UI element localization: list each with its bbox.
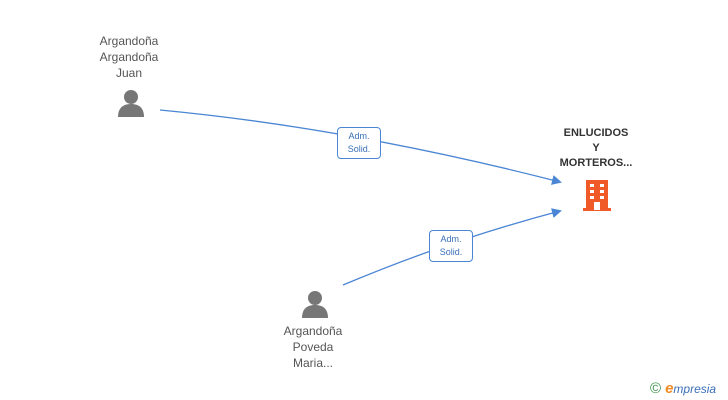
edge-label-person-1[interactable]: Adm. Solid.	[337, 127, 381, 159]
person-2-name-line-1: Argandoña	[283, 324, 343, 338]
empresia-logo-text: mpresia	[673, 382, 717, 396]
edge-label-line-1: Adm.	[348, 131, 370, 141]
company-name[interactable]: ENLUCIDOS Y MORTEROS...	[536, 126, 656, 171]
person-1-name[interactable]: Argandoña Argandoña Juan	[69, 33, 189, 81]
edge-label-line-2: Solid.	[347, 144, 371, 154]
person-icon[interactable]	[116, 88, 146, 118]
empresia-brand[interactable]: ©empresia	[650, 380, 716, 397]
person-1-name-line-2: Argandoña	[99, 50, 159, 64]
person-2-name[interactable]: Argandoña Poveda Maria...	[253, 323, 373, 371]
person-1-name-line-1: Argandoña	[99, 34, 159, 48]
company-name-line-3: MORTEROS...	[559, 157, 633, 169]
empresia-logo-initial: e	[665, 380, 674, 397]
person-2-name-line-3: Maria...	[292, 356, 333, 370]
person-icon[interactable]	[300, 289, 330, 319]
copyright-icon: ©	[650, 380, 662, 397]
person-1-name-line-3: Juan	[115, 66, 143, 80]
company-name-line-1: ENLUCIDOS	[563, 127, 629, 139]
company-name-line-2: Y	[592, 142, 600, 154]
building-icon[interactable]	[582, 178, 612, 212]
edge-label-line-1: Adm.	[440, 234, 462, 244]
edge-label-person-2[interactable]: Adm. Solid.	[429, 230, 473, 262]
edge-label-line-2: Solid.	[439, 247, 463, 257]
person-2-name-line-2: Poveda	[292, 340, 334, 354]
